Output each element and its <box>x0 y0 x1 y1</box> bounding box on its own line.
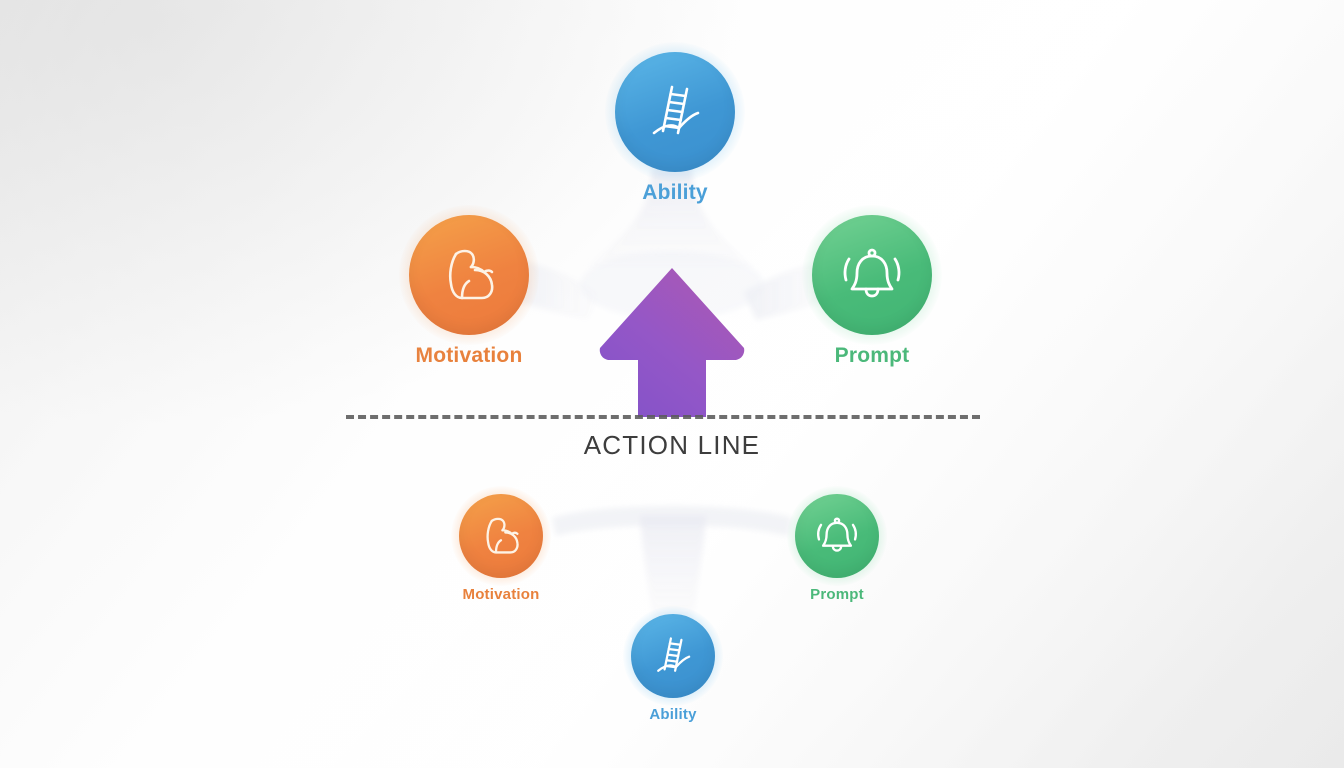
prompt-above-label: Prompt <box>834 344 910 367</box>
motivation-below-disc <box>459 494 543 578</box>
flexed-biceps-icon <box>448 249 494 300</box>
flexed-biceps-icon <box>486 517 519 554</box>
ladder-icon <box>652 85 700 135</box>
node-prompt-below[interactable]: Prompt <box>787 486 887 603</box>
node-motivation-below[interactable]: Motivation <box>451 486 551 603</box>
node-ability-above[interactable]: Ability <box>605 42 745 205</box>
motivation-above-bubble[interactable] <box>399 205 539 345</box>
ability-below-label: Ability <box>649 706 697 723</box>
node-prompt-above[interactable]: Prompt <box>802 205 942 368</box>
ability-below-disc <box>631 614 715 698</box>
node-motivation-above[interactable]: Motivation <box>399 205 539 368</box>
ability-above-label: Ability <box>642 181 708 204</box>
prompt-above-bubble[interactable] <box>802 205 942 345</box>
ladder-icon <box>657 637 691 672</box>
ability-below-bubble[interactable] <box>623 606 723 706</box>
ability-above-disc <box>615 52 735 172</box>
prompt-below-disc <box>795 494 879 578</box>
motivation-above-label: Motivation <box>415 344 523 367</box>
action-line-divider <box>346 415 980 419</box>
prompt-below-label: Prompt <box>810 586 864 603</box>
prompt-above-disc <box>812 215 932 335</box>
prompt-below-bubble[interactable] <box>787 486 887 586</box>
action-line-label: ACTION LINE <box>583 430 761 460</box>
motivation-below-bubble[interactable] <box>451 486 551 586</box>
bell-icon <box>817 517 857 552</box>
node-ability-below[interactable]: Ability <box>623 606 723 723</box>
motivation-above-disc <box>409 215 529 335</box>
ability-above-bubble[interactable] <box>605 42 745 182</box>
bell-icon <box>843 248 901 298</box>
motivation-below-label: Motivation <box>462 586 540 603</box>
